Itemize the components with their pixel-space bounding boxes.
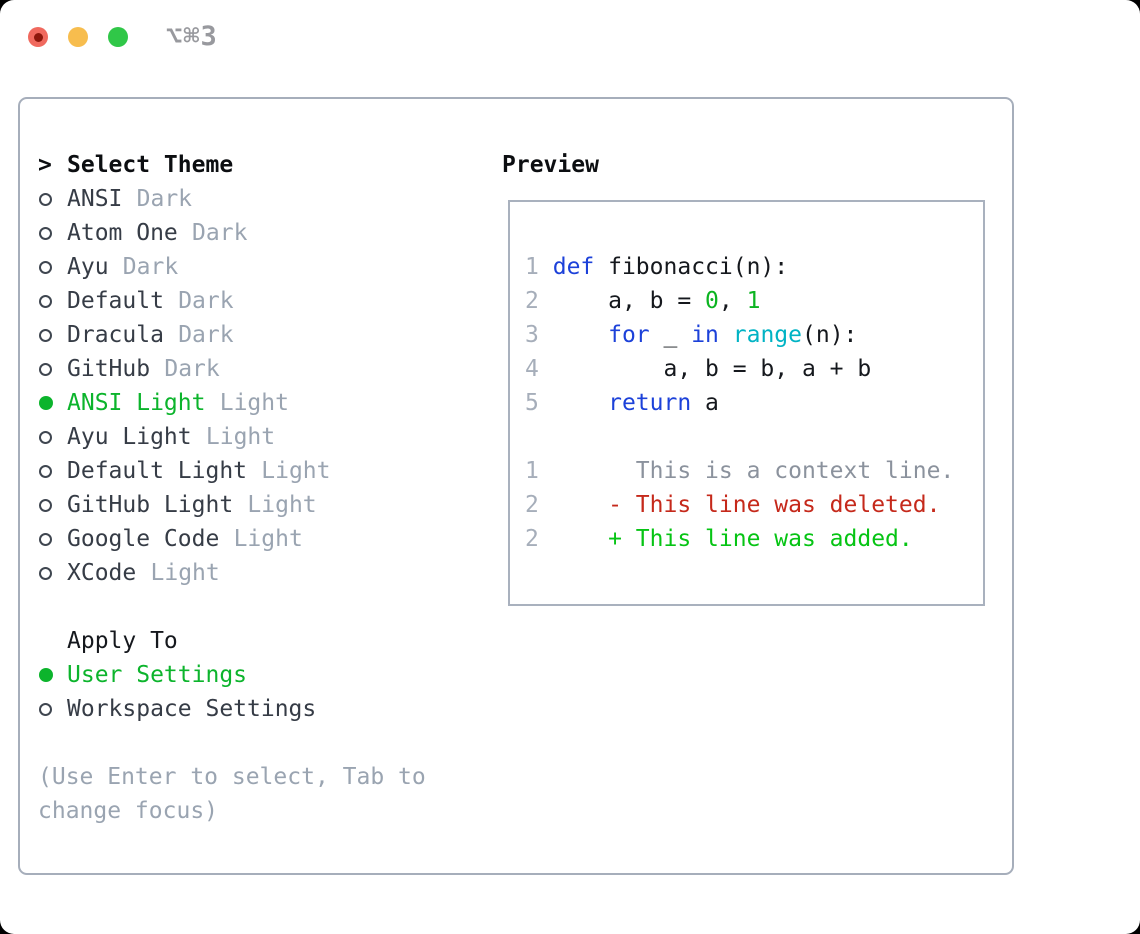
theme-option-ansi-light[interactable]: ANSI Light Light — [38, 386, 426, 420]
radio-unselected-icon — [38, 464, 67, 478]
theme-variant-tag: Dark — [178, 322, 234, 348]
code-line: 4 a, b = b, a + b — [525, 356, 872, 382]
radio-unselected-icon — [38, 532, 67, 546]
theme-option-dracula[interactable]: Dracula Dark — [38, 318, 426, 352]
spacer — [38, 590, 426, 624]
theme-variant-tag: Light — [247, 492, 317, 518]
preview-code: 1 def fibonacci(n): 2 a, b = 0, 1 3 for _ … — [510, 202, 983, 556]
theme-variant-tag: Light — [219, 390, 289, 416]
close-button[interactable] — [28, 27, 48, 47]
radio-selected-icon — [38, 668, 67, 682]
theme-option-ayu[interactable]: Ayu Dark — [38, 250, 426, 284]
theme-variant-tag: Light — [205, 424, 276, 450]
theme-variant-tag: Dark — [136, 186, 193, 212]
theme-variant-tag: Light — [233, 526, 303, 552]
theme-option-xcode[interactable]: XCode Light — [38, 556, 426, 590]
theme-option-google-code[interactable]: Google Code Light — [38, 522, 426, 556]
theme-variant-tag: Light — [261, 458, 331, 484]
radio-unselected-icon — [38, 192, 67, 206]
apply-to-title: Apply To — [67, 628, 178, 654]
theme-option-atom-one[interactable]: Atom One Dark — [38, 216, 426, 250]
preview-box: 1 def fibonacci(n): 2 a, b = 0, 1 3 for _ … — [508, 200, 985, 606]
theme-option-label: Ayu Light — [67, 424, 192, 450]
radio-unselected-icon — [38, 260, 67, 274]
theme-variant-tag: Dark — [122, 254, 179, 280]
radio-unselected-icon — [38, 362, 67, 376]
zoom-button[interactable] — [108, 27, 128, 47]
theme-option-label: ANSI — [67, 186, 123, 212]
keyboard-shortcut-label: ⌥⌘3 — [166, 21, 218, 52]
code-line: 1 This is a context line. — [525, 458, 955, 484]
radio-unselected-icon — [38, 226, 67, 240]
code-line: 3 for _ in range(n): — [525, 322, 858, 348]
help-text-line: (Use Enter to select, Tab to — [38, 764, 426, 790]
radio-unselected-icon — [38, 498, 67, 512]
theme-variant-tag: Dark — [164, 356, 220, 382]
code-line: 1 def fibonacci(n): — [525, 254, 789, 280]
radio-unselected-icon — [38, 328, 67, 342]
theme-option-github[interactable]: GitHub Dark — [38, 352, 426, 386]
theme-option-label: Default Light — [67, 458, 248, 484]
apply-option-user-settings[interactable]: User Settings — [38, 658, 426, 692]
theme-option-label: Google Code — [67, 526, 220, 552]
unsaved-indicator-icon — [33, 32, 43, 42]
theme-option-github-light[interactable]: GitHub Light Light — [38, 488, 426, 522]
preview-title: Preview — [502, 152, 599, 178]
radio-selected-icon — [38, 396, 67, 410]
code-line: 2 + This line was added. — [525, 526, 913, 552]
theme-option-label: Dracula — [67, 322, 164, 348]
theme-option-label: GitHub — [67, 356, 151, 382]
radio-unselected-icon — [38, 566, 67, 580]
theme-option-label: Atom One — [67, 220, 178, 246]
focus-caret-icon: > — [38, 152, 52, 178]
theme-variant-tag: Light — [150, 560, 220, 586]
theme-option-ayu-light[interactable]: Ayu Light Light — [38, 420, 426, 454]
theme-list-title: Select Theme — [67, 152, 234, 178]
radio-unselected-icon — [38, 294, 67, 308]
theme-option-default[interactable]: Default Dark — [38, 284, 426, 318]
apply-to-header: Apply To — [38, 624, 426, 658]
theme-option-label: ANSI Light — [67, 390, 206, 416]
theme-variant-tag: Dark — [178, 288, 234, 314]
code-line — [525, 420, 983, 454]
theme-option-ansi[interactable]: ANSI Dark — [38, 182, 426, 216]
theme-variant-tag: Dark — [192, 220, 248, 246]
help-text: (Use Enter to select, Tab to change focu… — [38, 760, 426, 828]
code-line: 5 return a — [525, 390, 719, 416]
minimize-button[interactable] — [68, 27, 88, 47]
code-line: 2 - This line was deleted. — [525, 492, 941, 518]
spacer — [38, 726, 426, 760]
apply-option-label: User Settings — [67, 662, 248, 688]
theme-list-header: > Select Theme — [38, 148, 426, 182]
radio-unselected-icon — [38, 430, 67, 444]
apply-option-workspace-settings[interactable]: Workspace Settings — [38, 692, 426, 726]
theme-option-default-light[interactable]: Default Light Light — [38, 454, 426, 488]
code-line: 2 a, b = 0, 1 — [525, 288, 761, 314]
theme-option-label: Ayu — [67, 254, 109, 280]
theme-option-label: GitHub Light — [67, 492, 234, 518]
theme-option-label: Default — [67, 288, 164, 314]
radio-unselected-icon — [38, 702, 67, 716]
apply-option-label: Workspace Settings — [67, 696, 317, 722]
help-text-line: change focus) — [38, 798, 219, 824]
theme-option-label: XCode — [67, 560, 137, 586]
